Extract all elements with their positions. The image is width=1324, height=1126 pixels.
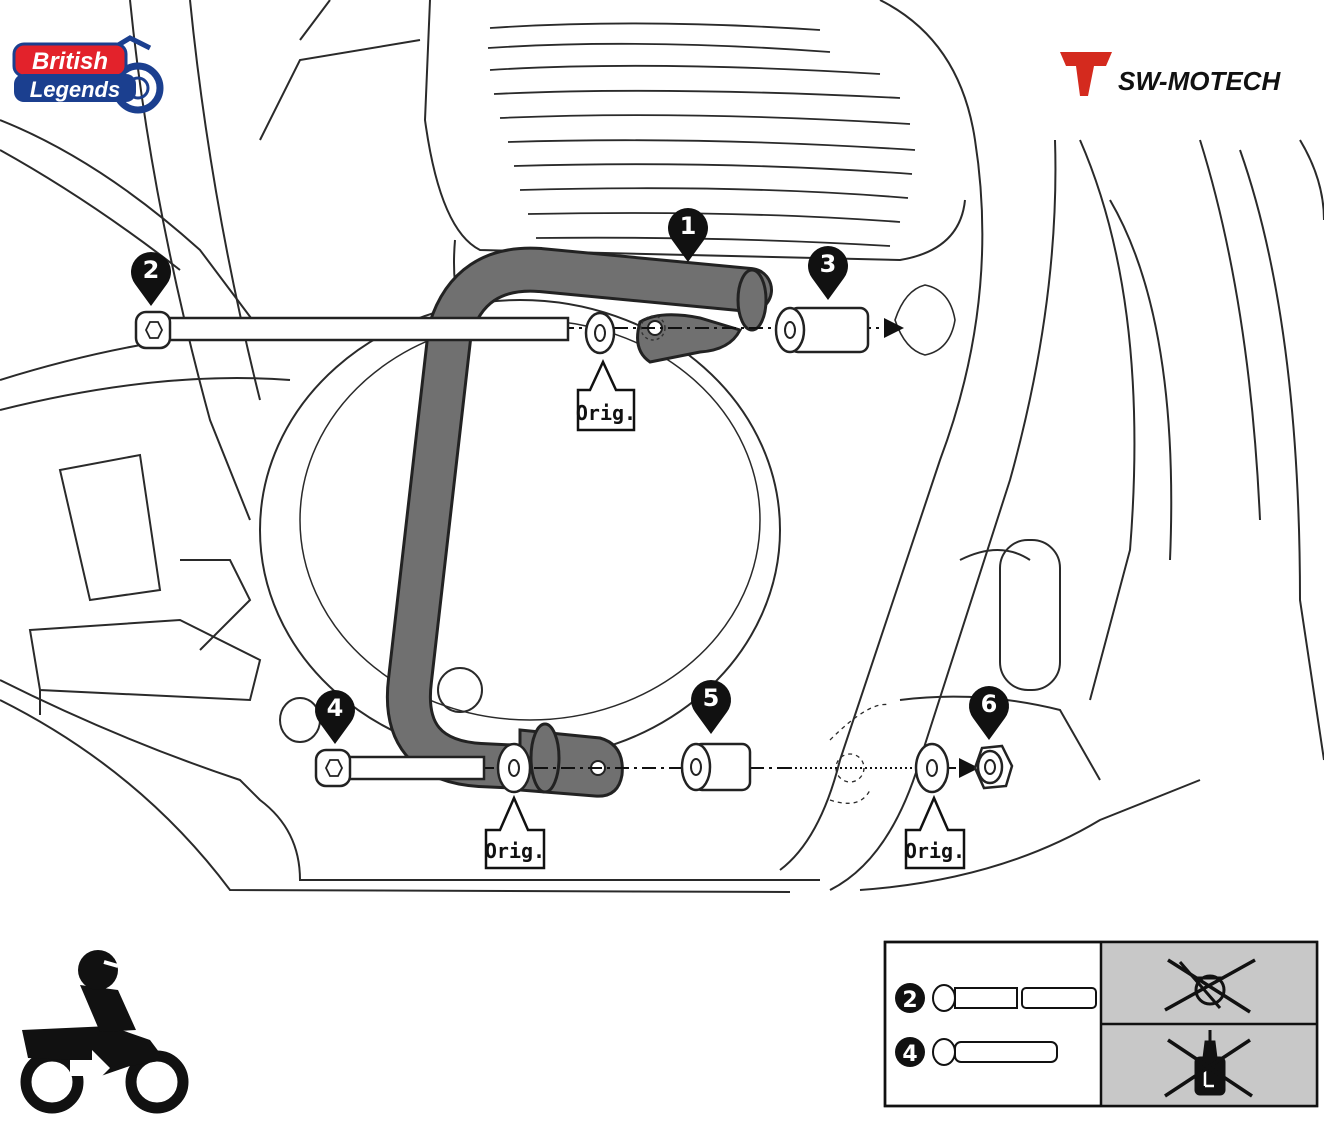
sw-motech-logo: SW-MOTECH: [1050, 0, 1324, 138]
nut-6: [973, 744, 1014, 790]
orig-washer-lower-left: [496, 742, 532, 794]
callout-6: 6: [969, 685, 1010, 740]
callout-3-number: 3: [820, 250, 837, 278]
rider-pictogram-icon: [20, 950, 189, 1114]
orig-label-lower-right: Orig.: [904, 794, 966, 870]
callout-1-number: 1: [680, 212, 697, 240]
orig-label-upper-text: Orig.: [576, 401, 636, 425]
crash-bar-lower-end: [529, 722, 561, 794]
orig-washer-lower-right: [914, 742, 950, 794]
callout-2: 2: [131, 252, 171, 306]
orig-label-lower-right-text: Orig.: [905, 839, 965, 863]
legend-row-bolt-2: 2: [895, 983, 1097, 1013]
spacer-5: [680, 742, 752, 792]
legend-box: 2 4: [883, 940, 1319, 1108]
no-threadlocker-icon: [1164, 1030, 1253, 1098]
bolt-4: [314, 748, 486, 788]
callout-3: 3: [808, 246, 849, 300]
british-legends-line2: Legends: [30, 77, 120, 102]
orig-labels: Orig. Orig. Orig.: [484, 359, 966, 870]
legend-row-1-number: 2: [902, 988, 917, 1013]
bolt-2: [134, 310, 570, 350]
no-torque-wrench-icon: [1164, 958, 1256, 1014]
callout-5: 5: [691, 680, 732, 734]
cylinder-fins: [487, 22, 916, 247]
crash-bar-upper-end: [736, 268, 768, 332]
orig-washer-upper: [584, 311, 616, 355]
callout-1: 1: [668, 207, 708, 262]
callout-6-number: 6: [981, 690, 998, 718]
lower-assembly: [314, 742, 1014, 794]
callout-5-number: 5: [703, 684, 720, 712]
upper-assembly: [134, 306, 904, 355]
callout-4: 4: [315, 690, 355, 744]
crash-bar-upper-tab: [636, 313, 743, 364]
callout-4-number: 4: [327, 694, 344, 722]
callouts: 1 2 3 4 5 6: [131, 207, 1010, 744]
sw-motech-emblem-icon: [1060, 52, 1112, 96]
british-legends-logo: British Legends: [12, 35, 164, 114]
legend-row-2-number: 4: [902, 1042, 917, 1067]
orig-label-upper: Orig.: [576, 359, 636, 432]
legend-row-bolt-4: 4: [895, 1037, 1058, 1067]
british-legends-line1: British: [32, 48, 108, 75]
orig-label-lower-left: Orig.: [484, 794, 546, 870]
spacer-3: [774, 306, 870, 354]
sw-motech-name: SW-MOTECH: [1118, 66, 1281, 96]
orig-label-lower-left-text: Orig.: [485, 839, 545, 863]
callout-2-number: 2: [143, 256, 160, 284]
motorcycle-background-lineart: [0, 0, 1324, 893]
